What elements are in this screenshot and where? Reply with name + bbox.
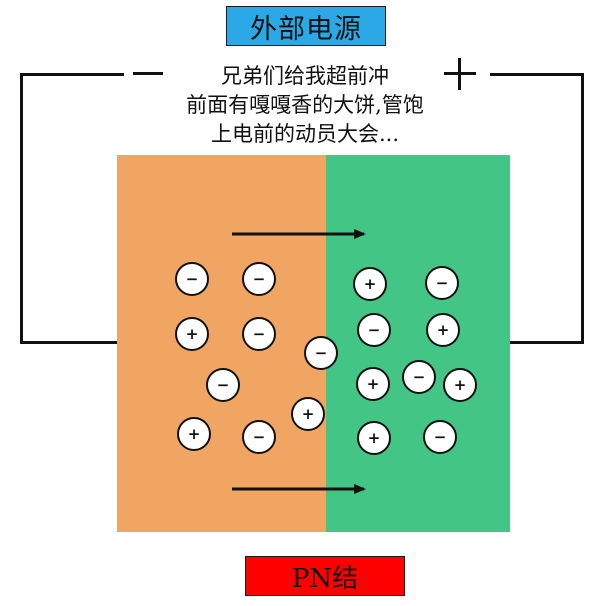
- charge-n-1: +: [353, 267, 387, 301]
- charge-n-5: +: [356, 367, 390, 401]
- charge-n-9: −: [423, 420, 457, 454]
- n-region: [326, 155, 510, 532]
- positive-terminal-icon-vertical: [458, 58, 461, 90]
- charge-n-2: −: [425, 266, 459, 300]
- caption-line-3: 上电前的动员大会...: [210, 122, 400, 146]
- pn-junction-label: PN结: [245, 556, 405, 596]
- charge-n-8: +: [357, 421, 391, 455]
- wire-left-top: [20, 73, 124, 76]
- charge-p-8: +: [177, 417, 211, 451]
- wire-left-bottom: [20, 341, 118, 344]
- charge-p-2: −: [242, 262, 276, 296]
- wire-right-bottom: [510, 341, 584, 344]
- charge-p-4: −: [242, 317, 276, 351]
- charge-n-3: −: [357, 313, 391, 347]
- charge-n-6: −: [402, 360, 436, 394]
- negative-terminal-icon: [133, 72, 163, 75]
- wire-left-vertical: [20, 73, 23, 344]
- caption-text: 兄弟们给我超前冲 前面有嘎嘎香的大饼,管饱 上电前的动员大会...: [150, 62, 460, 149]
- charge-p-6: +: [291, 397, 325, 431]
- charge-n-7: +: [443, 368, 477, 402]
- caption-line-1: 兄弟们给我超前冲: [221, 64, 389, 88]
- wire-right-top: [490, 73, 584, 76]
- caption-line-2: 前面有嘎嘎香的大饼,管饱: [186, 93, 424, 117]
- charge-p-5: −: [206, 368, 240, 402]
- charge-p-3: +: [175, 317, 209, 351]
- power-source-title: 外部电源: [226, 6, 386, 46]
- charge-n-4: +: [426, 313, 460, 347]
- charge-junction-1: −: [304, 336, 338, 370]
- charge-p-7: −: [242, 420, 276, 454]
- charge-p-1: −: [175, 262, 209, 296]
- wire-right-vertical: [581, 73, 584, 344]
- p-region: [117, 155, 326, 532]
